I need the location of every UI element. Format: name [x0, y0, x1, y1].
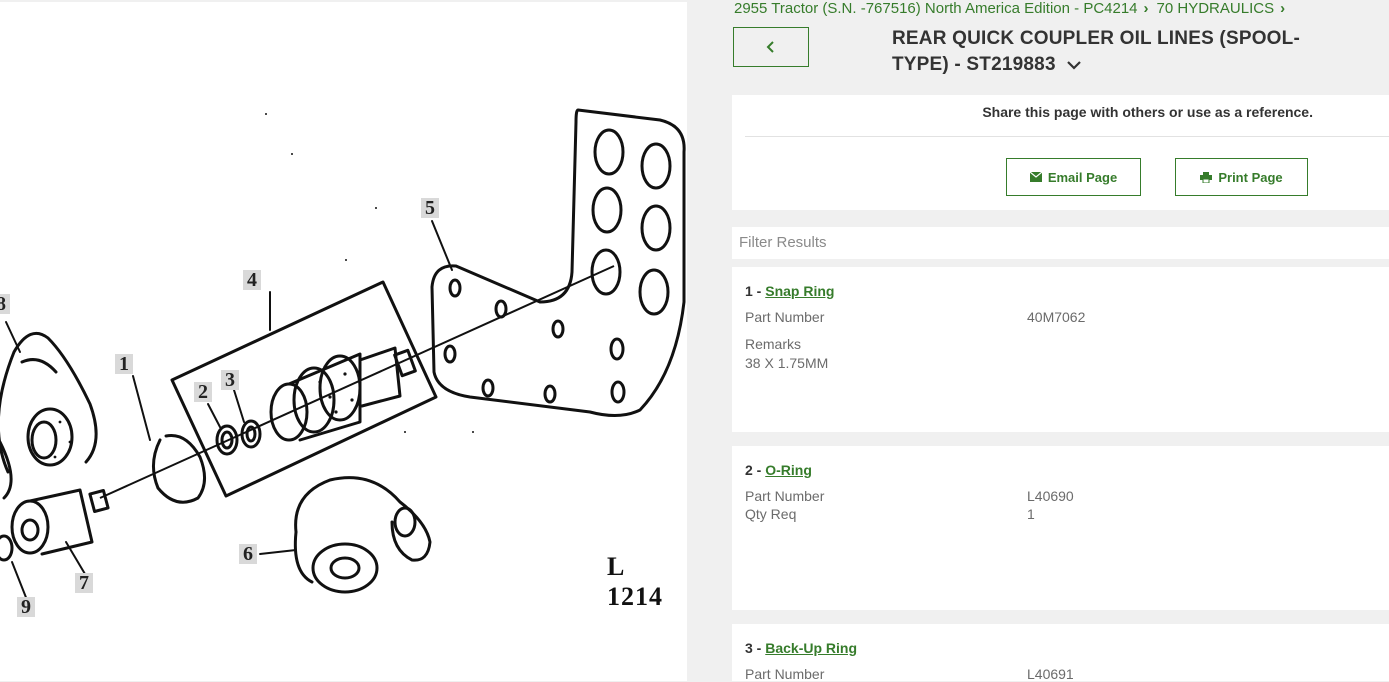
filter-input[interactable]: [739, 234, 1339, 251]
chevron-right-icon: ›: [1143, 0, 1149, 17]
part-number-index: 3: [745, 640, 753, 656]
back-button[interactable]: [733, 27, 809, 67]
callout-3: 3: [221, 370, 239, 390]
callout-5: 5: [421, 198, 439, 218]
breadcrumb: 2955 Tractor (S.N. -767516) North Americ…: [734, 0, 1293, 17]
part-title-separator: -: [752, 283, 766, 299]
email-page-label: Email Page: [1047, 169, 1118, 185]
part-number-index: 1: [745, 283, 753, 299]
part-item: 3 - Back-Up Ring Part Number L40691: [732, 624, 1389, 682]
bracket-plate-shape: [430, 108, 686, 417]
chevron-down-icon[interactable]: [1066, 52, 1082, 78]
print-page-button[interactable]: Print Page: [1175, 158, 1308, 196]
parts-diagram-drawing: [0, 108, 686, 601]
page-title: REAR QUICK COUPLER OIL LINES (SPOOL-TYPE…: [892, 26, 1352, 78]
printer-icon: [1200, 171, 1213, 183]
part-title: 3 - Back-Up Ring: [745, 640, 857, 656]
remarks-label: Remarks: [745, 336, 802, 352]
chevron-right-icon: ›: [1280, 0, 1286, 17]
callout-9: 9: [17, 597, 35, 617]
callout-6: 6: [239, 544, 257, 564]
share-card: Share this page with others or use as a …: [732, 95, 1389, 210]
envelope-icon: [1029, 172, 1042, 182]
part-title: 2 - O-Ring: [745, 462, 812, 478]
page-title-text: REAR QUICK COUPLER OIL LINES (SPOOL-TYPE…: [892, 28, 1300, 76]
callout-8: 8: [0, 294, 10, 314]
part-number-value: L40690: [1027, 488, 1074, 504]
callout-4: 4: [243, 270, 261, 290]
filter-bar: [732, 227, 1389, 259]
callout-1: 1: [115, 354, 133, 374]
part-item: 2 - O-Ring Part Number L40690 Qty Req 1: [732, 446, 1389, 610]
part-title-separator: -: [752, 640, 766, 656]
qty-value: 1: [1027, 506, 1035, 522]
callout-2: 2: [194, 382, 212, 402]
part-number-value: 40M7062: [1027, 309, 1086, 325]
part-number-label: Part Number: [745, 309, 825, 325]
part-name-link[interactable]: Back-Up Ring: [765, 640, 858, 656]
part-number-label: Part Number: [745, 666, 825, 682]
parts-panel: 2955 Tractor (S.N. -767516) North Americ…: [687, 0, 1389, 682]
part-number-index: 2: [745, 462, 753, 478]
share-text: Share this page with others or use as a …: [982, 104, 1313, 120]
part-name-link[interactable]: O-Ring: [765, 462, 812, 478]
share-divider: [745, 136, 1389, 137]
part-title: 1 - Snap Ring: [745, 283, 834, 299]
callout-7: 7: [75, 573, 93, 593]
parts-diagram: 4 5 1 2 3 6 7 8 9 L 1214: [0, 2, 687, 681]
remarks-value: 38 X 1.75MM: [745, 355, 829, 371]
part-item: 1 - Snap Ring Part Number 40M7062 Remark…: [732, 267, 1389, 432]
figure-label: L 1214: [607, 552, 663, 611]
part-title-separator: -: [752, 462, 766, 478]
part-number-value: L40691: [1027, 666, 1074, 682]
qty-label: Qty Req: [745, 506, 797, 522]
email-page-button[interactable]: Email Page: [1006, 158, 1141, 196]
coupler-assembly-box: [170, 280, 438, 498]
part-name-link[interactable]: Snap Ring: [765, 283, 835, 299]
breadcrumb-item-model[interactable]: 2955 Tractor (S.N. -767516) North Americ…: [734, 0, 1138, 17]
part-number-label: Part Number: [745, 488, 825, 504]
chevron-left-icon: [766, 41, 774, 53]
breadcrumb-item-section[interactable]: 70 HYDRAULICS: [1156, 0, 1275, 17]
print-page-label: Print Page: [1218, 169, 1283, 185]
